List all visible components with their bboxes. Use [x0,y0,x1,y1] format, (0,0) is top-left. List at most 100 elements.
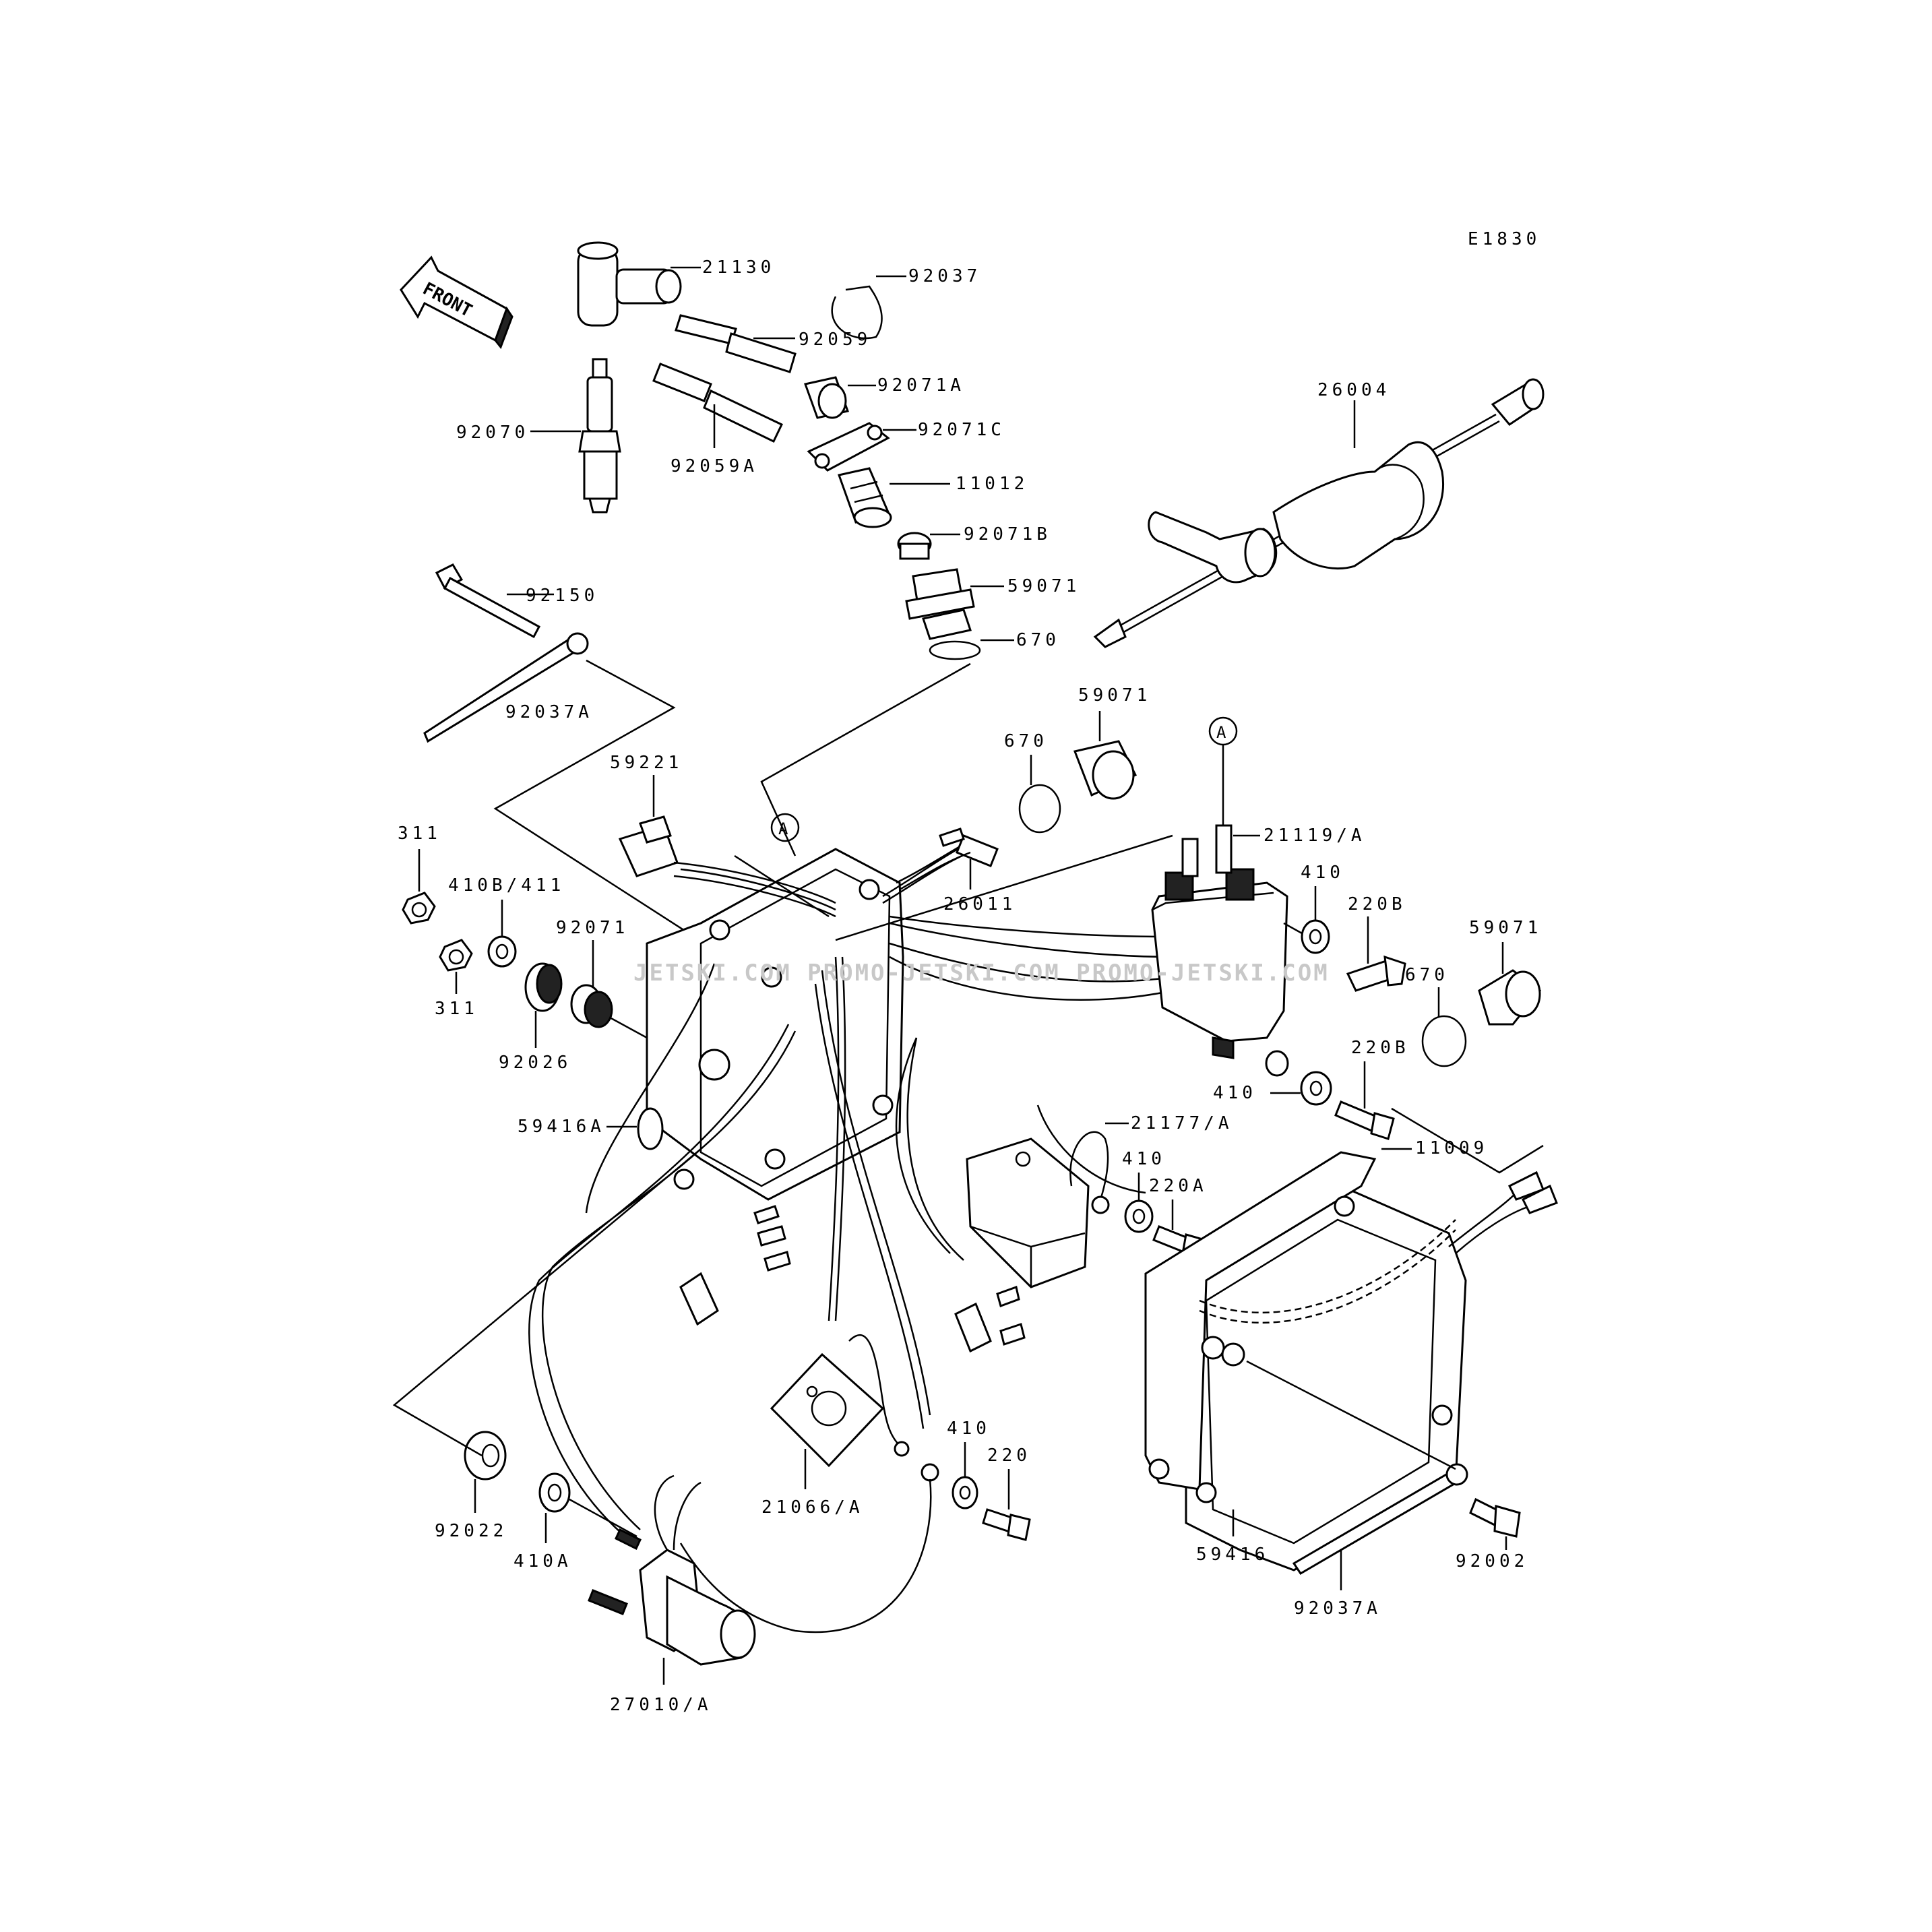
guide-line-a-top [760,662,971,856]
grommet-92071a-drawing [804,376,849,419]
ignition-coil-21119-drawing [1151,824,1288,1059]
part-label-92059: 92059 [799,330,871,350]
part-label-410A: 410A [513,1551,572,1571]
wiring-harness-drawing [528,841,1173,1544]
part-label-220B-b: 220B [1351,1038,1410,1058]
washer-410a-drawing [538,1472,571,1513]
svg-text:A: A [778,819,788,838]
part-label-92150: 92150 [526,586,598,606]
diagram-code: E1830 [1468,229,1540,249]
cover-59416-drawing [1144,1151,1467,1571]
part-label-21177: 21177/A [1131,1113,1233,1133]
connector-terminals-drawing [679,1205,1026,1353]
part-label-92002: 92002 [1456,1551,1528,1571]
lead-26011-drawing [896,828,999,891]
part-label-59416: 59416 [1196,1545,1269,1565]
part-label-92037A-right: 92037A [1294,1598,1381,1619]
o-ring-670-top-drawing [929,640,981,660]
o-ring-670-mid-drawing [1018,784,1061,834]
bolt-220b-a-drawing [1346,955,1406,992]
callout-a-right: A [1208,716,1238,746]
watermark: JETSKI.COM PROMO-JETSKI.COM PROMO-JETSKI… [633,960,1330,987]
grommet-92071b-drawing [897,532,932,560]
part-label-92071: 92071 [556,918,629,938]
washer-410-d-drawing [952,1476,978,1509]
part-label-410-c: 410 [1122,1149,1166,1169]
part-label-11009: 11009 [1415,1138,1488,1158]
part-label-92071A: 92071A [877,375,965,396]
part-label-220B-a: 220B [1348,894,1406,914]
guide-line-right [1391,1107,1544,1174]
grommet-92071-drawing [570,984,613,1028]
part-label-410-d: 410 [947,1419,991,1439]
bolt-220b-b-drawing [1334,1100,1395,1140]
part-label-92037A-left: 92037A [505,702,593,722]
part-label-311-b: 311 [435,999,478,1019]
svg-text:A: A [1216,723,1226,742]
connector-59221-drawing [618,815,679,877]
tube-a-drawing [652,363,784,443]
guide-line-connector [734,854,830,918]
part-label-92037: 92037 [908,266,981,286]
part-label-59071-top: 59071 [1007,576,1080,596]
part-label-220: 220 [987,1445,1031,1466]
part-label-21130: 21130 [702,257,775,278]
terminal-lead-drawing [679,1463,939,1633]
washer-410-c-drawing [1124,1199,1154,1233]
part-label-59071-right: 59071 [1469,918,1542,938]
o-ring-670-right-drawing [1421,1015,1467,1067]
washer-410b-drawing [487,935,517,968]
front-arrow: FRONT [400,255,513,349]
part-label-26011: 26011 [943,894,1016,914]
part-label-410-a: 410 [1301,863,1344,883]
nut-311-b-drawing [439,939,473,972]
part-label-11012: 11012 [956,474,1028,494]
cap-11012-drawing [838,467,892,528]
part-label-670-top: 670 [1016,630,1060,650]
nut-311-a-drawing [402,892,436,925]
part-label-92059A: 92059A [671,456,758,476]
spark-plug-cap-drawing [577,241,682,327]
part-label-410-b: 410 [1213,1083,1257,1103]
bolt-92150-drawing [435,563,541,639]
bolt-220-drawing [982,1508,1031,1541]
grommet-92026-drawing [524,962,563,1012]
part-label-59416A: 59416A [518,1117,605,1137]
part-label-26004: 26004 [1317,380,1390,400]
guide-line-coil [835,834,1173,941]
callout-a-left: A [770,813,800,842]
fitting-59071-top-drawing [905,568,975,640]
guide-line-bottom-left [392,1148,702,1457]
part-label-21066: 21066/A [761,1497,864,1518]
part-label-21119: 21119/A [1264,825,1366,846]
fitting-59071-mid-drawing [1073,740,1138,800]
tube-drawing [675,314,797,373]
part-label-670-right: 670 [1405,965,1449,985]
part-label-59221: 59221 [610,753,683,773]
part-label-92071C: 92071C [918,420,1005,440]
part-label-27010: 27010/A [610,1695,712,1715]
washer-410-b-drawing [1300,1071,1332,1106]
spark-plug-drawing [578,358,621,513]
igniter-21177-drawing [966,1131,1110,1288]
starter-relay-27010-drawing [588,1474,756,1666]
part-label-92071B: 92071B [964,524,1051,544]
band-92037a-left-drawing [423,632,589,743]
grommet-92022-drawing [464,1431,507,1481]
washer-410-a-drawing [1301,919,1330,954]
fuse-holder-26004-drawing [1093,378,1545,648]
grommet-92071c-drawing [807,422,890,472]
part-label-92070: 92070 [456,423,529,443]
part-label-92022: 92022 [435,1521,507,1541]
guide-line-92037a [493,659,695,938]
part-label-220A: 220A [1149,1176,1208,1196]
part-label-59071-mid: 59071 [1078,685,1151,706]
clamp-drawing [831,285,883,340]
bolt-92002-drawing [1469,1497,1521,1538]
case-59416a-drawing [637,848,904,1201]
regulator-21066-drawing [770,1334,910,1468]
part-label-92026: 92026 [499,1053,571,1073]
cover-leads-drawing [1448,1171,1558,1254]
band-92037a-right-drawing [1292,1463,1468,1576]
